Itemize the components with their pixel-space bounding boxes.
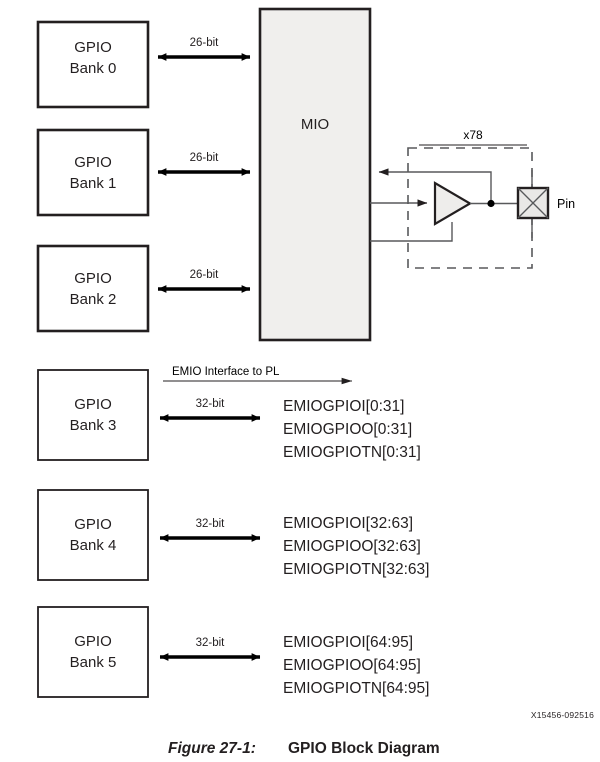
gpio-bank-3-width-label: 32-bit	[196, 398, 226, 410]
x78-label: x78	[463, 128, 483, 142]
gpio-bank-3[interactable]: GPIO Bank 3	[37, 369, 149, 461]
gpio-bank-2-connection: 26-bit	[157, 269, 251, 293]
gpio-bank-5-signals: EMIOGPIOI[64:95] EMIOGPIOO[64:95] EMIOGP…	[283, 634, 429, 697]
tristate-buffer-icon	[433, 181, 473, 226]
gpio-bank-1-label-line2: Bank 1	[70, 175, 117, 192]
gpio-bank-4-signals: EMIOGPIOI[32:63] EMIOGPIOO[32:63] EMIOGP…	[283, 515, 429, 578]
emio-interface-label: EMIO Interface to PL	[172, 366, 280, 378]
emio-interface-header: EMIO Interface to PL	[163, 366, 353, 385]
gpio-bank-4-label-line2: Bank 4	[70, 537, 117, 554]
gpio-bank-2-rect[interactable]	[36, 244, 150, 333]
gpio-bank-2-label-line2: Bank 2	[70, 291, 117, 308]
gpio-bank-1-connection: 26-bit	[157, 152, 251, 176]
gpio-bank-3-label-line2: Bank 3	[70, 417, 117, 434]
gpio-bank-3-signals: EMIOGPIOI[0:31] EMIOGPIOO[0:31] EMIOGPIO…	[283, 398, 421, 461]
gpio-bank-0-label-line2: Bank 0	[70, 60, 117, 77]
gpio-bank-0-rect[interactable]	[36, 20, 150, 109]
gpio-bank-0-width-label: 26-bit	[190, 37, 220, 49]
gpio-bank-4-signal-0: EMIOGPIOI[32:63]	[283, 515, 413, 532]
mio-block-rect	[258, 7, 372, 342]
document-id: X15456-092516	[531, 710, 594, 720]
pin-symbol	[516, 186, 550, 220]
gpio-bank-3-label-line1: GPIO	[74, 396, 112, 413]
gpio-bank-5-signal-1: EMIOGPIOO[64:95]	[283, 657, 421, 674]
gpio-bank-2-width-label: 26-bit	[190, 269, 220, 281]
gpio-bank-0-label-line1: GPIO	[74, 39, 112, 56]
gpio-bank-5-label-line1: GPIO	[74, 633, 112, 650]
gpio-bank-3-signal-0: EMIOGPIOI[0:31]	[283, 398, 404, 415]
gpio-bank-5-signal-2: EMIOGPIOTN[64:95]	[283, 680, 429, 697]
figure-caption: Figure 27-1: GPIO Block Diagram	[168, 740, 440, 757]
pin-symbol-cross-2	[517, 187, 549, 219]
gpio-bank-4-label-line1: GPIO	[74, 516, 112, 533]
gpio-bank-4-connection: 32-bit	[159, 518, 261, 542]
gpio-bank-1[interactable]: GPIO Bank 1	[36, 128, 150, 217]
gpio-bank-2[interactable]: GPIO Bank 2	[36, 244, 150, 333]
gpio-bank-4-rect[interactable]	[37, 489, 149, 581]
gpio-bank-4-signal-1: EMIOGPIOO[32:63]	[283, 538, 421, 555]
gpio-bank-5[interactable]: GPIO Bank 5	[37, 606, 149, 698]
gpio-bank-4[interactable]: GPIO Bank 4	[37, 489, 149, 581]
gpio-bank-5-label-line2: Bank 5	[70, 654, 117, 671]
wire-junction-dot	[487, 199, 495, 208]
gpio-bank-5-connection: 32-bit	[159, 637, 261, 661]
gpio-bank-3-connection: 32-bit	[159, 398, 261, 422]
gpio-bank-3-signal-2: EMIOGPIOTN[0:31]	[283, 444, 421, 461]
gpio-bank-4-width-label: 32-bit	[196, 518, 226, 530]
gpio-bank-0[interactable]: GPIO Bank 0	[36, 20, 150, 109]
figure-title: GPIO Block Diagram	[288, 740, 440, 757]
mio-block-label: MIO	[301, 116, 329, 133]
gpio-bank-5-signal-0: EMIOGPIOI[64:95]	[283, 634, 413, 651]
gpio-bank-3-signal-1: EMIOGPIOO[0:31]	[283, 421, 412, 438]
mio-pin-circuit: x78 Pin	[370, 128, 575, 269]
gpio-bank-0-connection: 26-bit	[157, 37, 251, 61]
gpio-bank-1-width-label: 26-bit	[190, 152, 220, 164]
pin-label: Pin	[557, 197, 575, 211]
gpio-bank-1-label-line1: GPIO	[74, 154, 112, 171]
gpio-bank-2-label-line1: GPIO	[74, 270, 112, 287]
gpio-bank-5-rect[interactable]	[37, 606, 149, 698]
mio-block: MIO	[258, 7, 372, 342]
pin-input-feedback-wire	[378, 168, 492, 203]
gpio-bank-1-rect[interactable]	[36, 128, 150, 217]
gpio-bank-4-signal-2: EMIOGPIOTN[32:63]	[283, 561, 429, 578]
gpio-bank-3-rect[interactable]	[37, 369, 149, 461]
pin-tristate-enable-wire	[370, 222, 453, 242]
figure-number: Figure 27-1:	[168, 740, 256, 757]
gpio-bank-5-width-label: 32-bit	[196, 637, 226, 649]
